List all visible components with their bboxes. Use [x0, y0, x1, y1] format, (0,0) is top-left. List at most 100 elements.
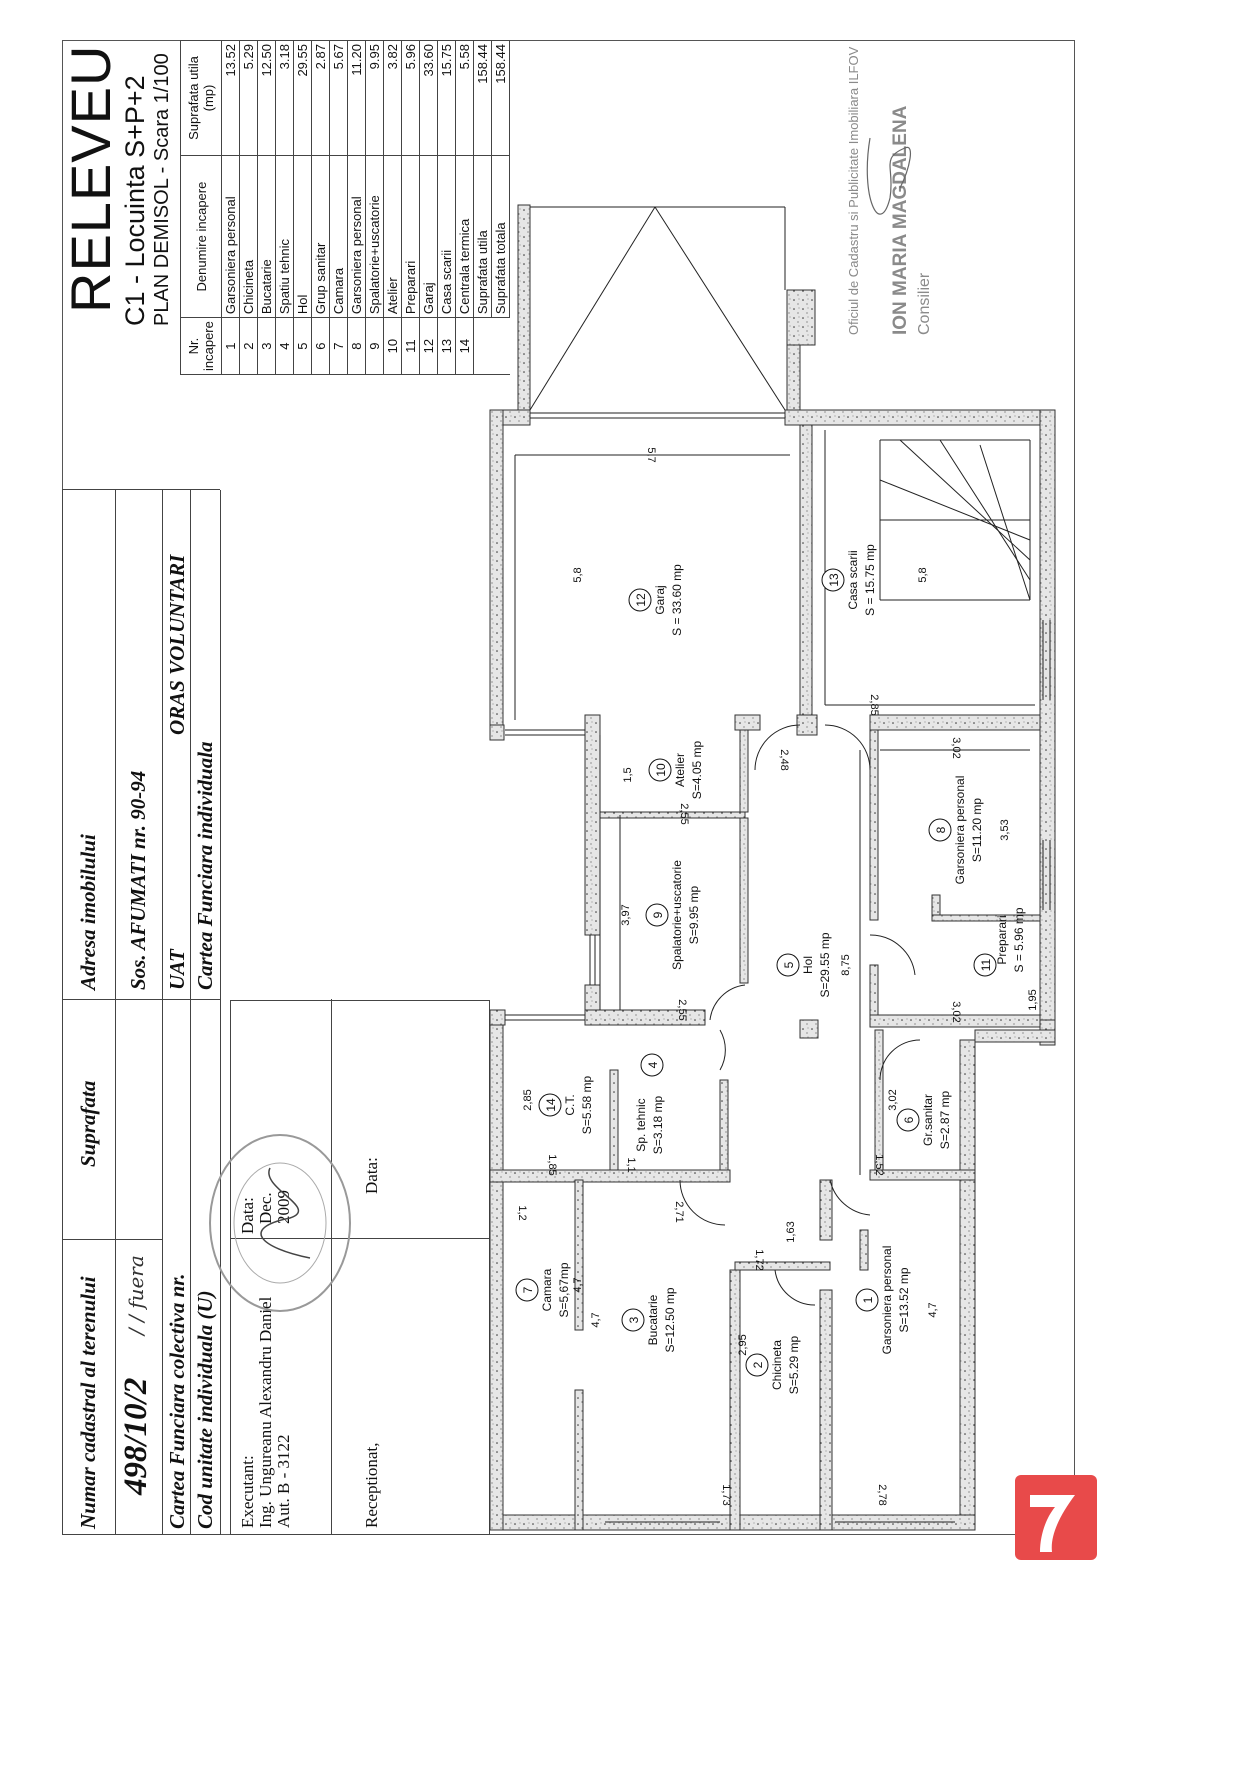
wall: [784, 409, 1056, 426]
dimension-label: 1,63: [785, 1221, 797, 1242]
wall: [489, 1169, 731, 1183]
room-number-circle: [628, 588, 652, 612]
wall: [517, 204, 531, 411]
room-number-circle: [855, 1288, 879, 1312]
door-swing: [679, 1179, 726, 1226]
dimension-label: 1,85: [546, 1154, 558, 1175]
round-stamp: [209, 1134, 351, 1312]
dimension-label: 1,95: [1027, 989, 1039, 1010]
dimension-label: 3,97: [620, 904, 632, 925]
dimension-label: 5,8: [572, 567, 584, 582]
signature-mark: [260, 1167, 311, 1259]
room-name: Casa scarii: [846, 550, 860, 609]
room-number: 12: [634, 593, 648, 607]
wall: [489, 409, 504, 741]
wall: [819, 1179, 833, 1241]
dimension-label: 3,53: [999, 819, 1011, 840]
room-name: Sp. tehnic: [634, 1098, 648, 1151]
wall: [489, 724, 505, 741]
dimension-label: 2,71: [673, 1201, 685, 1222]
dimension-label: 8,75: [840, 954, 852, 975]
door-swing: [774, 1269, 816, 1306]
wall: [584, 1009, 706, 1026]
room-area: S=5,67mp: [557, 1262, 571, 1317]
dimension-label: 2,95: [737, 1334, 749, 1355]
dimension-label: 2,48: [778, 749, 790, 770]
room-number-circle: [645, 903, 669, 927]
wall: [609, 1069, 619, 1171]
room-area: S=3.18 mp: [651, 1095, 665, 1154]
dimension-label: 5,7: [645, 447, 657, 462]
door-swing: [879, 1039, 921, 1081]
room-name: Garsoniera personal: [953, 776, 967, 885]
wall: [859, 1229, 869, 1271]
room-area: S=5.29 mp: [787, 1335, 801, 1394]
room-number-circle: [515, 1278, 539, 1302]
room-number: 1: [861, 1296, 875, 1303]
wall: [734, 1261, 831, 1271]
room-name: Garsoniera personal: [880, 1246, 894, 1355]
wall: [489, 1009, 504, 1531]
room-number: 10: [654, 763, 668, 777]
room-number: 8: [934, 826, 948, 833]
wall: [869, 714, 1056, 731]
room-name: Atelier: [673, 753, 687, 787]
room-area: S=5.58 mp: [580, 1075, 594, 1134]
room-number: 6: [902, 1116, 916, 1123]
room-number: 14: [544, 1098, 558, 1112]
room-name: Bucatarie: [646, 1294, 660, 1345]
ocpi-signature: [866, 137, 912, 215]
wall: [739, 729, 749, 813]
wall: [574, 1179, 584, 1331]
room-name: Preparari: [995, 915, 1009, 964]
dimension-label: 4,7: [572, 1277, 584, 1292]
dimension-label: 1,2: [516, 1205, 528, 1220]
door-swing: [719, 1029, 726, 1071]
dimension-label: 2,78: [876, 1484, 888, 1505]
room-number-circle: [640, 1053, 664, 1077]
plan-line: [879, 479, 1031, 541]
room-number: 3: [627, 1316, 641, 1323]
wall: [739, 817, 749, 984]
wall: [799, 1019, 819, 1039]
door-swing: [754, 724, 801, 771]
room-number-circle: [538, 1093, 562, 1117]
wall: [1039, 409, 1056, 1021]
room-area: S=12.50 mp: [663, 1287, 677, 1352]
wall: [786, 344, 801, 411]
plan-line: [979, 444, 1031, 601]
room-area: S=11.20 mp: [970, 798, 984, 862]
dimension-label: 1,5: [622, 767, 634, 782]
room-area: S = 15.75 mp: [863, 544, 877, 616]
dimension-label: 4,7: [590, 1312, 602, 1327]
room-area: S=2.87 mp: [938, 1090, 952, 1149]
room-name: Gr.sanitar: [921, 1094, 935, 1146]
room-area: S = 33.60 mp: [670, 564, 684, 636]
plan-line: [529, 206, 656, 411]
room-number: 11: [979, 958, 993, 971]
wall: [869, 729, 879, 921]
room-number-circle: [745, 1353, 769, 1377]
dimension-label: 2,55: [678, 803, 690, 824]
dimension-label: 3,02: [950, 1001, 962, 1022]
dimension-label: 1,73: [720, 1484, 732, 1505]
wall: [489, 1009, 506, 1026]
dimension-label: 1,1: [625, 1157, 637, 1172]
plan-line: [899, 439, 1031, 561]
dimension-label: 2,55: [676, 999, 688, 1020]
room-name: Garaj: [653, 585, 667, 614]
room-number: 4: [646, 1061, 660, 1068]
wall: [959, 1039, 976, 1531]
